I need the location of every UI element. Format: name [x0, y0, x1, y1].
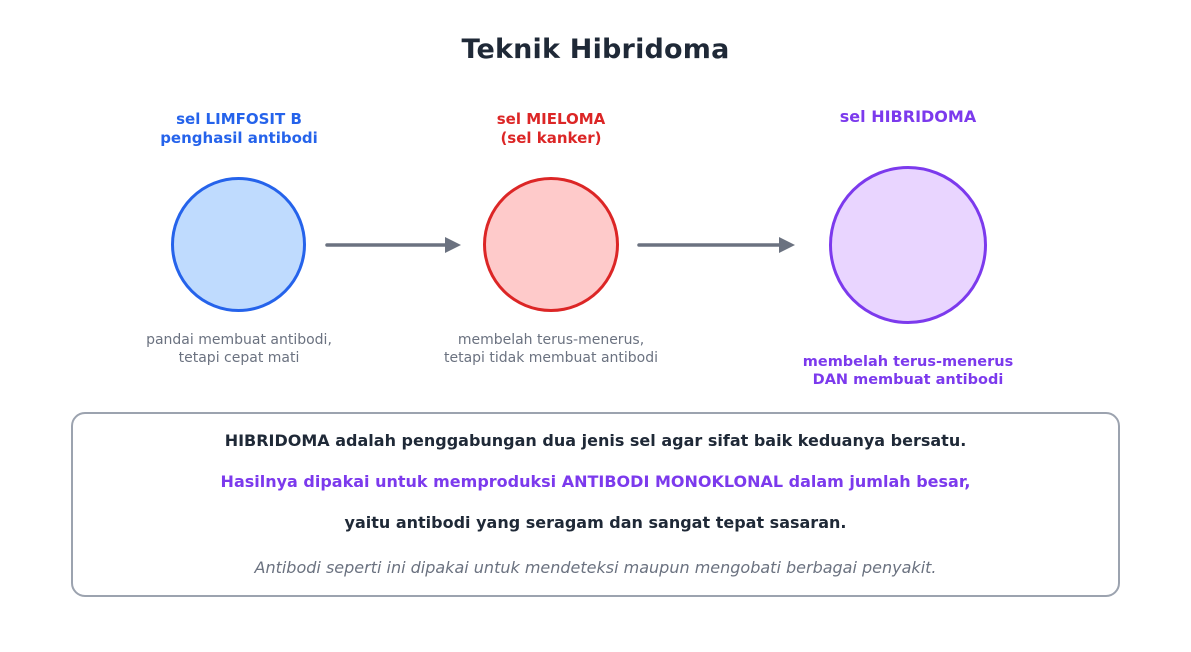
mieloma-description: membelah terus-menerus, tetapi tidak mem…	[381, 331, 721, 367]
summary-line-2: Hasilnya dipakai untuk memproduksi ANTIB…	[220, 472, 971, 491]
limfosit-label-line1: sel LIMFOSIT B	[176, 110, 302, 128]
limfosit-description: pandai membuat antibodi, tetapi cepat ma…	[69, 331, 409, 367]
hibridoma-desc-line1: membelah terus-menerus	[802, 354, 1014, 370]
mieloma-desc-line2: tetapi tidak membuat antibodi	[443, 350, 659, 366]
arrow-right-icon	[325, 237, 461, 253]
mieloma-label: sel MIELOMA (sel kanker)	[391, 110, 711, 148]
limfosit-desc-line2: tetapi cepat mati	[178, 350, 300, 366]
mieloma-label-line2: (sel kanker)	[500, 129, 602, 147]
summary-line-4: Antibodi seperti ini dipakai untuk mende…	[254, 558, 937, 577]
mieloma-desc-line1: membelah terus-menerus,	[457, 332, 645, 348]
page-title: Teknik Hibridoma	[461, 34, 730, 65]
hibridoma-cell	[829, 166, 987, 324]
mieloma-cell	[483, 177, 619, 312]
hibridoma-description: membelah terus-menerus DAN membuat antib…	[738, 353, 1078, 389]
hibridoma-label: sel HIBRIDOMA	[748, 107, 1068, 126]
arrow-right-icon	[637, 237, 795, 253]
summary-line-3: yaitu antibodi yang seragam dan sangat t…	[344, 513, 847, 532]
limfosit-desc-line1: pandai membuat antibodi,	[146, 332, 332, 348]
limfosit-label-line2: penghasil antibodi	[160, 129, 318, 147]
limfosit-cell	[171, 177, 306, 312]
hibridoma-label-line1: sel HIBRIDOMA	[839, 107, 977, 126]
limfosit-label: sel LIMFOSIT B penghasil antibodi	[79, 110, 399, 148]
summary-box: HIBRIDOMA adalah penggabungan dua jenis …	[71, 412, 1120, 597]
summary-line-1: HIBRIDOMA adalah penggabungan dua jenis …	[224, 431, 967, 450]
hibridoma-desc-line2: DAN membuat antibodi	[812, 372, 1004, 388]
mieloma-label-line1: sel MIELOMA	[496, 110, 606, 128]
